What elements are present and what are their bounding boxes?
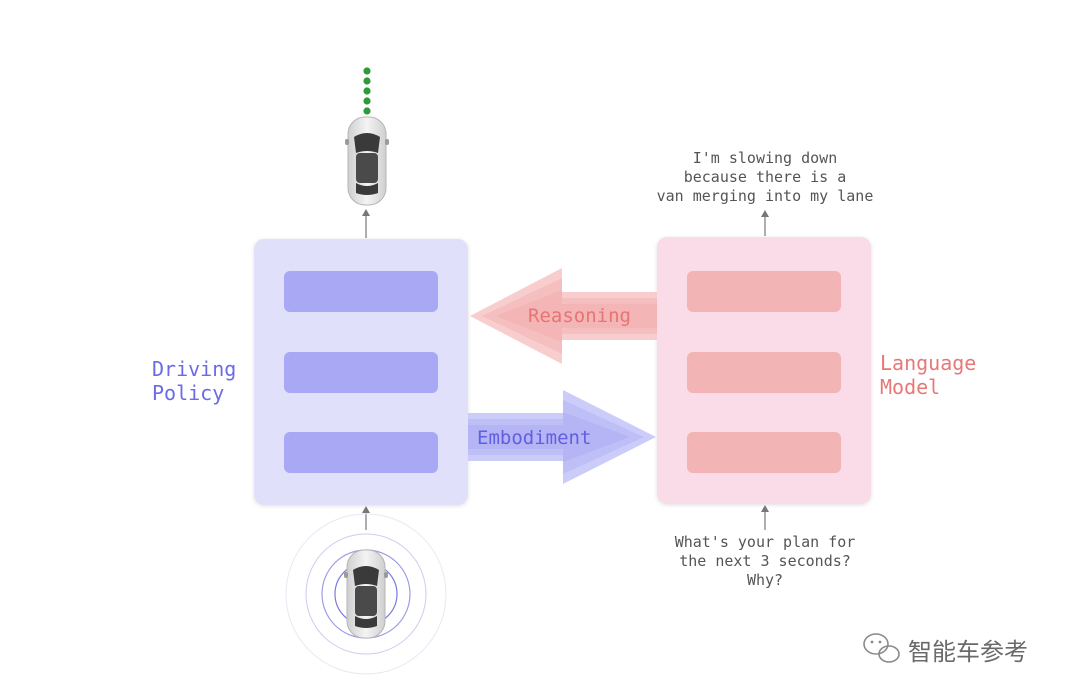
driving-policy-label-line2: Policy — [152, 381, 224, 405]
output-car-icon — [345, 116, 389, 206]
trajectory-dots — [363, 67, 371, 115]
language-model-block — [657, 237, 871, 504]
lm-input-arrow — [761, 505, 769, 530]
lm-layer-3 — [687, 432, 841, 473]
reasoning-label: Reasoning — [528, 305, 631, 327]
input-text-line1: What's your plan for — [675, 533, 856, 551]
policy-output-arrow — [362, 209, 370, 238]
output-text-line3: van merging into my lane — [657, 187, 874, 205]
policy-layer-1 — [284, 271, 438, 312]
language-model-label-line1: Language — [880, 351, 976, 375]
driving-policy-block — [254, 239, 468, 505]
driving-policy-label-line1: Driving — [152, 357, 236, 381]
output-text-line1: I'm slowing down — [693, 149, 838, 167]
policy-layer-2 — [284, 352, 438, 393]
input-car-icon — [344, 549, 388, 639]
language-model-label-line2: Model — [880, 375, 940, 399]
lm-layer-1 — [687, 271, 841, 312]
watermark: 智能车参考 — [863, 633, 1028, 666]
policy-input-arrow — [362, 506, 370, 530]
embodiment-arrow — [468, 390, 656, 484]
reasoning-arrow — [470, 268, 657, 364]
output-text-line2: because there is a — [684, 168, 847, 186]
input-text-line2: the next 3 seconds? — [679, 552, 851, 570]
lm-layer-2 — [687, 352, 841, 393]
policy-layer-3 — [284, 432, 438, 473]
lm-output-text: I'm slowing down because there is a van … — [657, 149, 874, 205]
lm-input-text: What's your plan for the next 3 seconds?… — [675, 533, 856, 589]
input-text-line3: Why? — [747, 571, 783, 589]
embodiment-label: Embodiment — [477, 427, 591, 449]
watermark-text: 智能车参考 — [908, 638, 1028, 666]
lm-output-arrow — [761, 210, 769, 236]
wechat-icon — [863, 633, 900, 663]
